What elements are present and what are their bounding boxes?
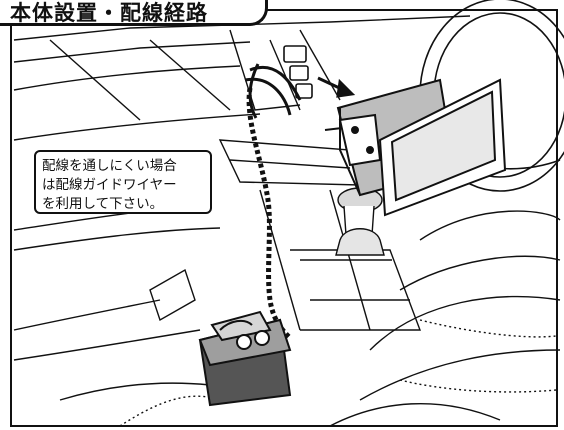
wiring-route xyxy=(246,87,292,340)
wiring-route-solid xyxy=(248,63,260,119)
passenger-seat xyxy=(329,210,561,427)
harness-connectors xyxy=(244,45,313,116)
callout-line-3: を利用して下さい。 xyxy=(42,196,164,212)
direction-arrow xyxy=(317,76,356,98)
gear-shifter xyxy=(335,187,385,256)
left-seat xyxy=(13,268,221,427)
wiring-guide-callout: 配線を通しにくい場合 は配線ガイドワイヤー を利用して下さい。 xyxy=(34,150,212,214)
navigation-unit xyxy=(324,78,507,217)
callout-line-1: 配線を通しにくい場合 xyxy=(42,158,177,174)
page-title: 本体設置・配線経路 xyxy=(0,0,268,26)
callout-line-2: は配線ガイドワイヤー xyxy=(42,177,177,193)
battery xyxy=(198,310,292,407)
